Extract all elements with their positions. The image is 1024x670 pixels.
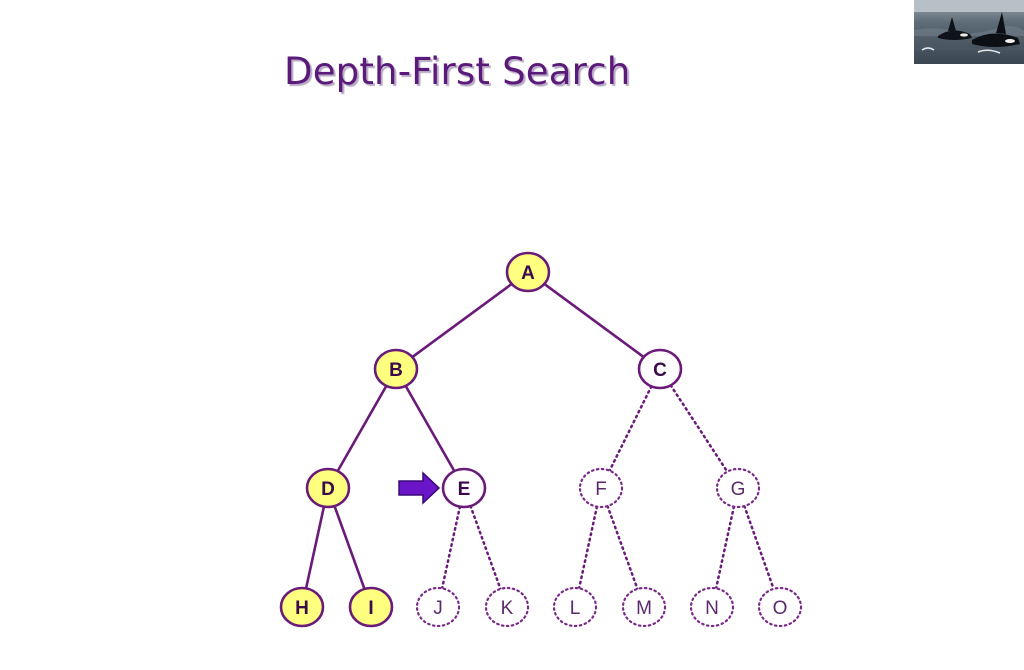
- tree-node-d: D: [305, 467, 351, 509]
- tree-node-g: G: [715, 467, 761, 509]
- node-circle: [505, 251, 551, 293]
- tree-node-e: E: [441, 467, 487, 509]
- tree-node-c: C: [637, 348, 683, 390]
- edge-E-K: [469, 504, 502, 591]
- node-label: F: [595, 479, 607, 500]
- node-circle: [348, 586, 394, 628]
- edge-F-L: [577, 505, 599, 590]
- tree-node-f: F: [578, 467, 624, 509]
- node-label: M: [636, 598, 652, 619]
- node-circle: [552, 586, 598, 628]
- orca-photo: [914, 0, 1024, 64]
- node-label: O: [773, 598, 788, 619]
- edge-C-G: [669, 384, 729, 473]
- tree-node-a: A: [505, 251, 551, 293]
- edge-D-H: [304, 505, 326, 590]
- tree-node-l: L: [552, 586, 598, 628]
- node-circle: [578, 467, 624, 509]
- slide-title: Depth-First Search: [284, 50, 631, 93]
- node-label: H: [295, 598, 309, 619]
- tree-node-o: O: [757, 586, 803, 628]
- edge-A-C: [543, 282, 645, 359]
- edge-G-O: [743, 504, 775, 591]
- node-label: G: [731, 479, 746, 500]
- edge-B-E: [404, 384, 456, 473]
- edge-E-J: [440, 505, 462, 590]
- edge-B-D: [336, 384, 388, 473]
- tree-node-j: J: [415, 586, 461, 628]
- node-label: D: [321, 479, 335, 500]
- node-circle: [441, 467, 487, 509]
- node-label: N: [705, 598, 719, 619]
- node-circle: [689, 586, 735, 628]
- node-circle: [305, 467, 351, 509]
- node-circle: [637, 348, 683, 390]
- node-label: I: [368, 598, 373, 619]
- node-label: K: [501, 598, 514, 619]
- edge-A-B: [411, 282, 513, 359]
- edge-F-M: [606, 504, 639, 591]
- tree-node-b: B: [373, 348, 419, 390]
- tree-node-k: K: [484, 586, 530, 628]
- node-circle: [757, 586, 803, 628]
- node-label: J: [433, 598, 443, 619]
- node-label: E: [458, 479, 471, 500]
- tree-node-i: I: [348, 586, 394, 628]
- node-label: B: [389, 360, 403, 381]
- node-circle: [621, 586, 667, 628]
- tree-node-n: N: [689, 586, 735, 628]
- tree-node-m: M: [621, 586, 667, 628]
- edge-D-I: [333, 504, 366, 591]
- node-circle: [715, 467, 761, 509]
- node-label: A: [521, 263, 535, 284]
- node-circle: [373, 348, 419, 390]
- node-circle: [279, 586, 325, 628]
- node-circle: [415, 586, 461, 628]
- node-label: L: [570, 598, 581, 619]
- node-label: C: [653, 360, 667, 381]
- tree-node-h: H: [279, 586, 325, 628]
- right-arrow-icon: [398, 471, 441, 505]
- node-circle: [484, 586, 530, 628]
- edge-G-N: [714, 505, 736, 590]
- edge-C-F: [608, 385, 653, 472]
- orca-image-icon: [914, 0, 1024, 64]
